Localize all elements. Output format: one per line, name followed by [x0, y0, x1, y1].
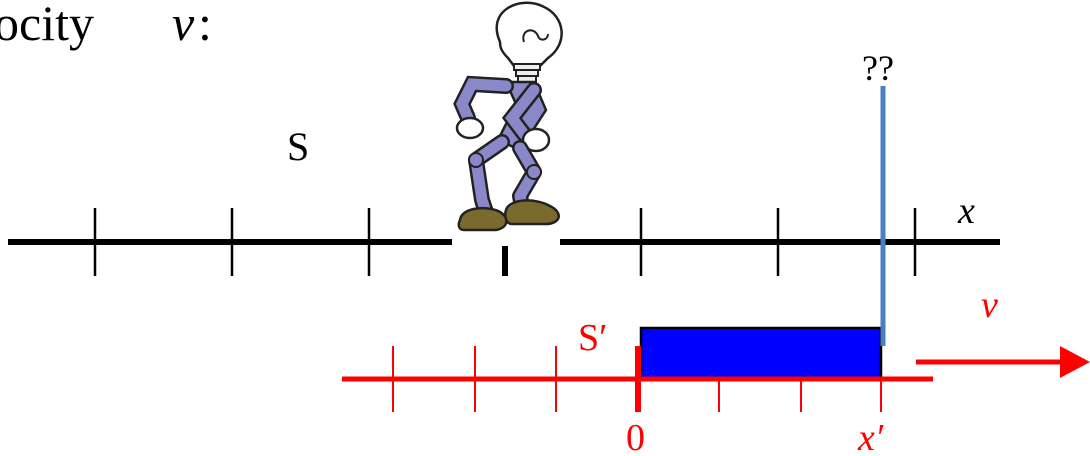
- frame-s-axis-label: x: [957, 190, 975, 232]
- frame-s-prime-axis: [342, 346, 933, 412]
- frame-s-prime-origin-label: 0: [626, 417, 645, 456]
- unknown-label: ??: [862, 48, 894, 88]
- frame-s-prime-label: S′: [578, 317, 607, 359]
- velocity-label: v: [981, 284, 998, 326]
- heading-variable: v: [172, 0, 195, 51]
- frame-s-label: S: [287, 124, 309, 169]
- frame-s-prime-point-label: x′: [857, 417, 884, 456]
- observer-figure-icon: [452, 1, 563, 246]
- heading-colon: :: [198, 0, 212, 51]
- heading-text: ocity: [0, 0, 94, 51]
- velocity-arrow-icon: [916, 346, 1090, 378]
- moving-rod: [639, 326, 883, 380]
